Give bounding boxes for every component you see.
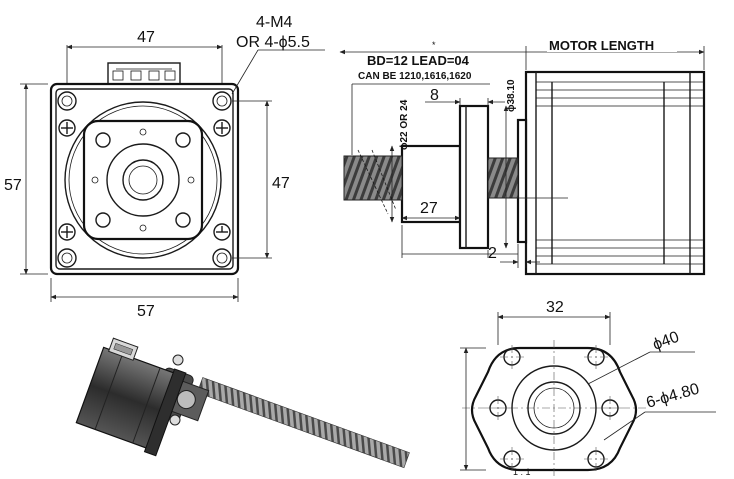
dim-left-57: 57 bbox=[4, 177, 22, 194]
dim-bottom-57: 57 bbox=[137, 303, 155, 320]
dim-32: 32 bbox=[546, 299, 564, 316]
hole-note-2: OR 4-ϕ5.5 bbox=[236, 34, 310, 51]
motor-boss bbox=[64, 101, 222, 259]
lead-screw-left bbox=[343, 155, 403, 201]
dim-phi22: ϕ22 OR 24 bbox=[399, 99, 410, 150]
dim-8: 8 bbox=[430, 87, 439, 104]
dim-2: 2 bbox=[488, 245, 497, 262]
nut-bolt-holes bbox=[486, 345, 622, 471]
dim-phi38: ϕ38.10 bbox=[506, 79, 517, 112]
nut-flange-front bbox=[82, 119, 204, 241]
nut-pitch-circle bbox=[511, 365, 597, 451]
hole-note-1: 4-M4 bbox=[256, 14, 293, 31]
mounting-holes bbox=[57, 91, 232, 268]
dim-27: 27 bbox=[420, 200, 438, 217]
side-view: * MOTOR LENGTH BD=12 LEAD=04 CAN BE 1210… bbox=[339, 37, 706, 276]
dim-top-47: 47 bbox=[137, 29, 155, 46]
connector-housing bbox=[107, 62, 181, 86]
screw-spec: BD=12 LEAD=04 bbox=[367, 53, 470, 68]
motor-length-label: MOTOR LENGTH bbox=[549, 38, 654, 53]
lead-screw-right bbox=[487, 157, 519, 199]
dim-phi40: ϕ40 bbox=[651, 329, 682, 354]
scale-note: 1 : 1 bbox=[513, 467, 531, 477]
dim-holes: 6-ϕ4.80 bbox=[644, 381, 701, 412]
screw-alternatives: CAN BE 1210,1616,1620 bbox=[358, 71, 472, 82]
dim-right-47: 47 bbox=[272, 175, 290, 192]
flange-screws bbox=[58, 119, 231, 241]
svg-text:*: * bbox=[432, 40, 436, 50]
front-view: 47 bbox=[4, 14, 325, 320]
nut-view: 32 ϕ40 bbox=[460, 299, 716, 478]
iso-lead-screw bbox=[196, 377, 410, 469]
iso-view bbox=[75, 337, 410, 469]
